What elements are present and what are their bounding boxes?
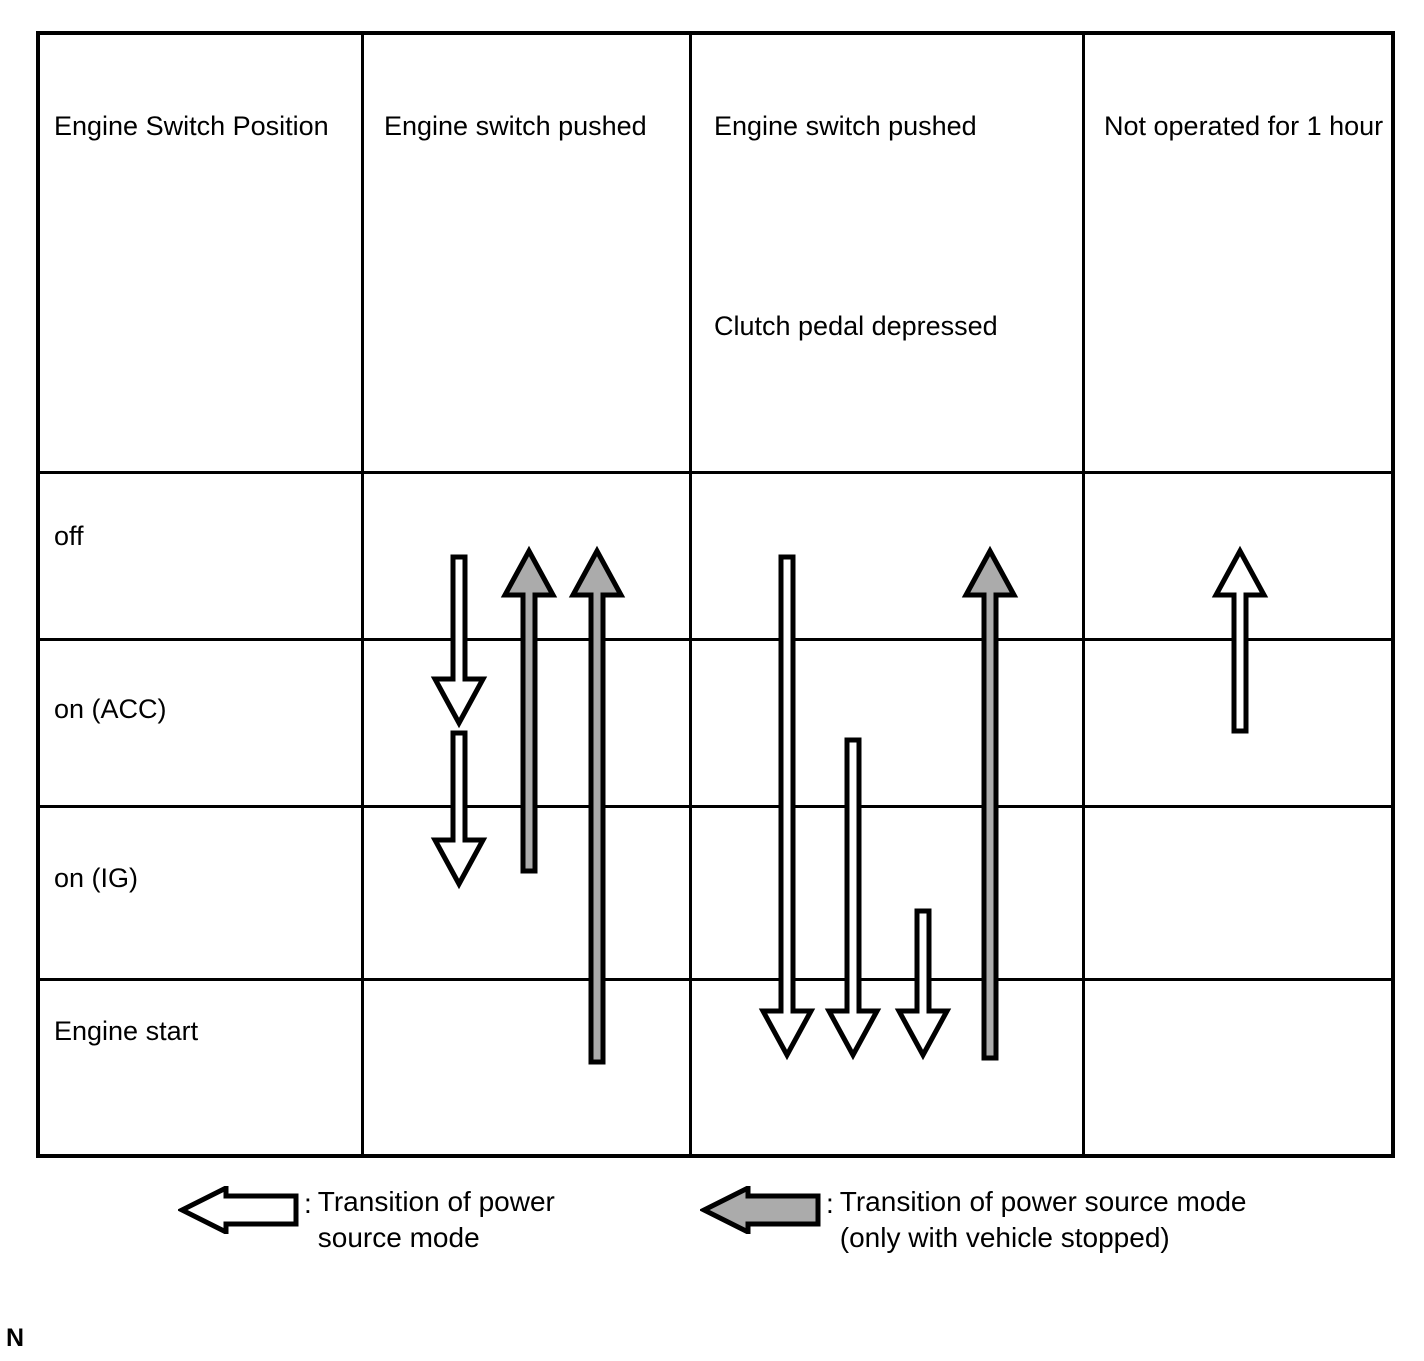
row-label-on-ig: on (IG)	[54, 863, 139, 893]
legend-item-transition-of-power-source-mode: : Transition of power source mode	[176, 1183, 555, 1256]
row-divider-ig-start	[36, 978, 1395, 981]
row-label-off: off	[54, 521, 84, 551]
left-arrow-filled-icon	[698, 1183, 822, 1237]
legend-label-1: Transition of power source mode	[317, 1186, 555, 1253]
legend-item-transition-vehicle-stopped: : Transition of power source mode (only …	[698, 1183, 1247, 1256]
column-divider-1	[361, 31, 364, 1158]
note-clutch-pedal-depressed: Clutch pedal depressed	[714, 311, 998, 341]
row-divider-acc-ig	[36, 805, 1395, 808]
row-label-engine-start: Engine start	[54, 1016, 199, 1046]
row-divider-off-acc	[36, 638, 1395, 641]
header-not-operated-for-1-hour: Not operated for 1 hour	[1104, 111, 1384, 141]
row-label-on-acc: on (ACC)	[54, 694, 167, 724]
legend-label-2: Transition of power source mode (only wi…	[839, 1186, 1247, 1253]
legend-separator-2: :	[826, 1188, 834, 1219]
header-engine-switch-pushed-1: Engine switch pushed	[384, 111, 647, 141]
power-source-mode-table: Engine Switch Position Engine switch pus…	[36, 31, 1395, 1158]
column-divider-2	[689, 31, 692, 1158]
row-divider-header	[36, 471, 1395, 474]
legend: : Transition of power source mode : Tran…	[0, 1178, 1424, 1288]
legend-separator-1: :	[304, 1188, 312, 1219]
left-arrow-outline-icon	[176, 1183, 300, 1237]
sheet-marker: N	[6, 1324, 25, 1352]
header-engine-switch-pushed-2: Engine switch pushed	[714, 111, 977, 141]
column-divider-3	[1082, 31, 1085, 1158]
table-outer-border	[36, 31, 1395, 1158]
header-engine-switch-position: Engine Switch Position	[54, 111, 329, 141]
